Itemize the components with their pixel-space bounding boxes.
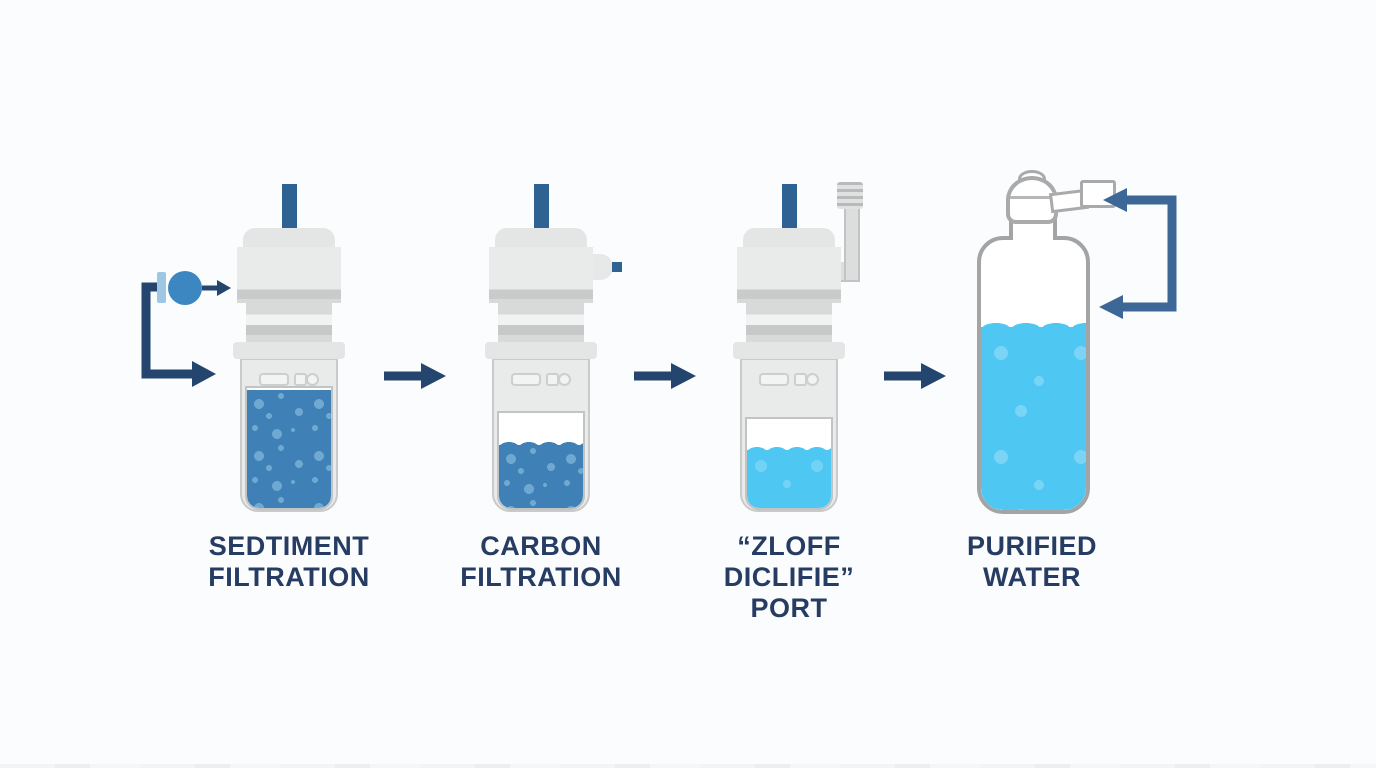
label-mark [806, 373, 819, 386]
label-mark [306, 373, 319, 386]
right-arrow-icon [421, 363, 446, 389]
filter-inlet-stem [282, 184, 297, 236]
right-arrow-icon [671, 363, 696, 389]
flow-arrow-2 [634, 363, 696, 389]
label-mark [558, 373, 571, 386]
clean-water-fill [747, 445, 831, 508]
stage-label-line2: FILTRATION [460, 562, 622, 592]
video-artifact-strip [0, 764, 1376, 768]
loop-line [1120, 195, 1177, 312]
label-mark [259, 373, 289, 386]
stage-label-line1: PURIFIED [966, 531, 1097, 561]
stage-label-port: “ZLOFF DICLIFIE” PORT [669, 531, 909, 624]
filter-body [740, 358, 838, 512]
side-nozzle-tip [612, 262, 622, 272]
sediment-media-fill [247, 390, 331, 508]
riser-tube-connector [837, 182, 863, 209]
filter-window [745, 417, 833, 510]
bottle-spout-nozzle [1080, 180, 1116, 208]
right-arrow-icon [921, 363, 946, 389]
carbon-media-fill [499, 440, 583, 508]
sediment-filter-cartridge [229, 0, 349, 540]
valve-tick [157, 272, 166, 303]
stage-label-line2: WATER [983, 562, 1081, 592]
stage-label-line1: CARBON [480, 531, 602, 561]
filter-window [245, 386, 333, 510]
purified-water-fill [981, 321, 1086, 510]
left-arrow-icon [1099, 295, 1123, 319]
filter-cap-top [243, 228, 335, 250]
port-filter-cartridge [729, 0, 863, 540]
stage-label-sediment: SEDTIMENT FILTRATION [169, 531, 409, 593]
flow-arrow-3 [884, 363, 946, 389]
valve-circle-icon [168, 271, 202, 305]
filter-neck [498, 302, 584, 343]
stage-label-line2: FILTRATION [208, 562, 370, 592]
filter-cap-top [495, 228, 587, 250]
filter-inlet-stem [534, 184, 549, 236]
filter-neck [246, 302, 332, 343]
inlet-supply-line [141, 271, 231, 387]
label-mark [511, 373, 541, 386]
filter-cap [737, 247, 841, 303]
riser-tube [844, 206, 860, 282]
stage-label-line1: “ZLOFF DICLIFIE” [723, 531, 855, 592]
stage-label-line2: PORT [750, 593, 828, 623]
carbon-filter-cartridge [481, 0, 622, 540]
filter-neck [746, 302, 832, 343]
inlet-arrowhead [192, 361, 216, 387]
filter-cap [237, 247, 341, 303]
label-mark [759, 373, 789, 386]
filter-collar [485, 342, 597, 359]
filter-collar [233, 342, 345, 359]
side-nozzle [593, 254, 613, 280]
filter-body [492, 358, 590, 512]
filter-cap-top [743, 228, 835, 250]
filter-cap [489, 247, 593, 303]
filter-collar [733, 342, 845, 359]
inlet-pipe-line [141, 282, 194, 379]
purified-water-bottle [977, 236, 1090, 514]
filter-inlet-stem [782, 184, 797, 236]
stage-label-line1: SEDTIMENT [208, 531, 370, 561]
filter-window [497, 411, 585, 510]
stage-label-carbon: CARBON FILTRATION [421, 531, 661, 593]
stage-label-purified: PURIFIED WATER [912, 531, 1152, 593]
filter-body [240, 358, 338, 512]
flow-arrow-1 [384, 363, 446, 389]
